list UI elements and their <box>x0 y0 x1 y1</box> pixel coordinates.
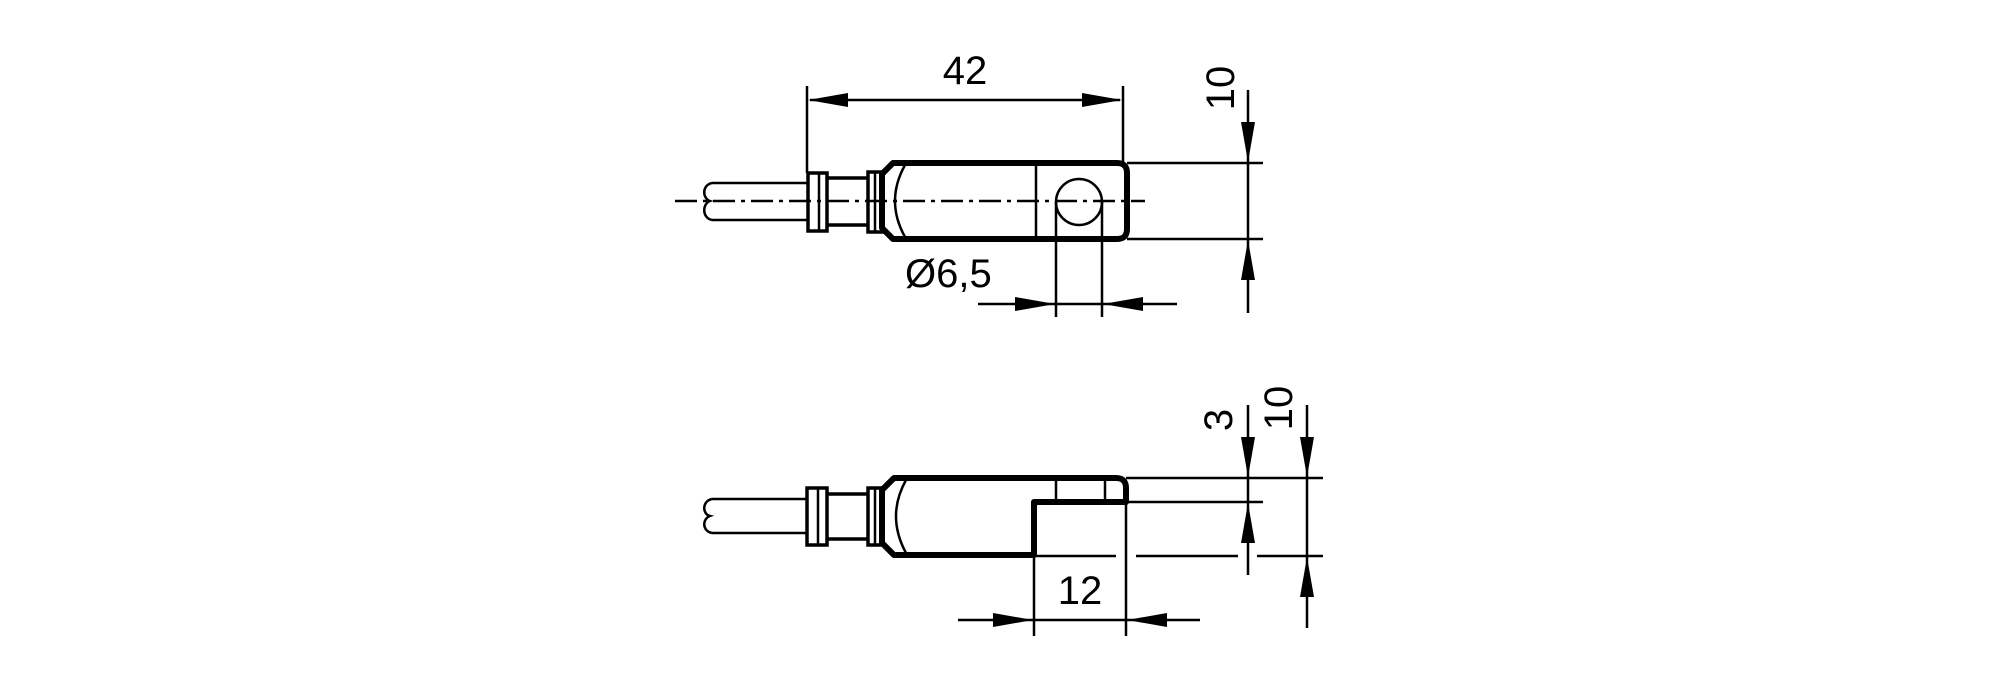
dim-height-10-top: 10 <box>1127 66 1263 313</box>
dim-hole-label: Ø6,5 <box>905 252 992 296</box>
dim-length-42: 42 <box>805 49 1125 173</box>
dim-step-depth-3: 3 <box>1197 405 1255 575</box>
sensor-body-top <box>879 160 1130 242</box>
side-view: 3 10 12 <box>703 386 1323 636</box>
dim-step-depth-label: 3 <box>1197 409 1241 431</box>
top-view: 42 10 Ø6,5 <box>675 49 1263 317</box>
dim-height-label-top: 10 <box>1199 66 1243 111</box>
dim-step-length-label: 12 <box>1058 569 1103 613</box>
dim-step-length-12: 12 <box>958 569 1200 627</box>
sensor-body-side <box>879 475 1129 558</box>
cable-side <box>703 497 807 535</box>
dim-height-10-side: 10 <box>1257 386 1314 628</box>
dim-height-label-side: 10 <box>1257 386 1301 431</box>
dim-length-label: 42 <box>943 49 988 93</box>
dim-hole-diameter: Ø6,5 <box>905 202 1177 317</box>
cable-top <box>703 181 807 222</box>
